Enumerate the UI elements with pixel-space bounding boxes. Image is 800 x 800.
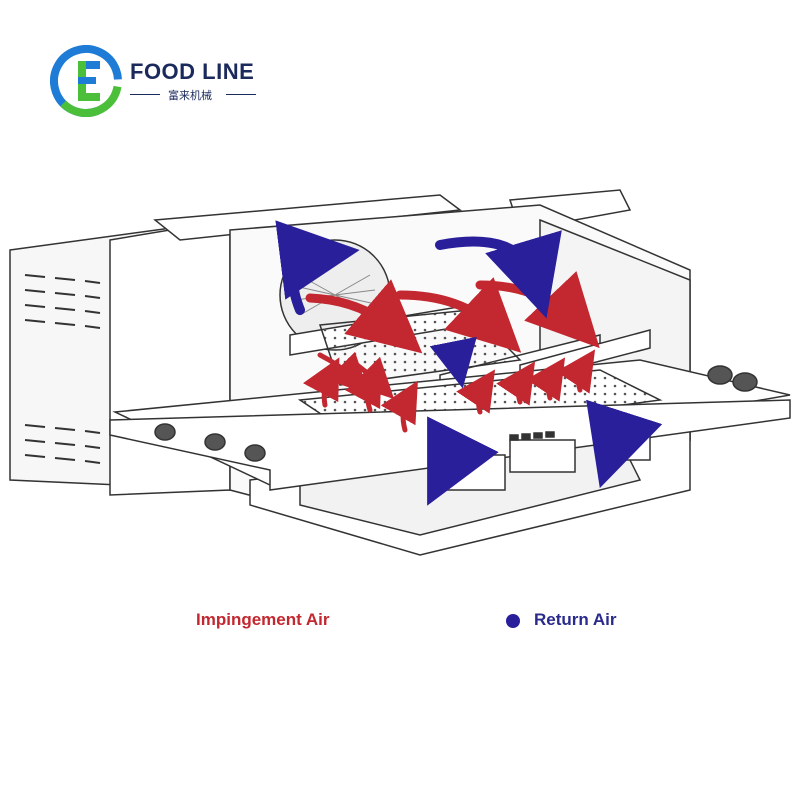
conveyor-oven-diagram xyxy=(9,189,791,556)
legend-impingement-air: Impingement Air xyxy=(196,610,330,629)
divider-line-left xyxy=(130,94,160,95)
top-lid xyxy=(153,194,462,241)
food-line-logo-icon xyxy=(50,45,122,117)
legend-return-air: Return Air xyxy=(534,610,617,629)
brand-subtitle: 富来机械 xyxy=(168,90,212,102)
side-vents xyxy=(24,274,101,464)
brand-name: FOOD LINE xyxy=(130,59,255,84)
return-air-dot-icon xyxy=(506,614,520,628)
lower-finger-3 xyxy=(599,429,651,461)
divider-line-right xyxy=(226,94,256,95)
control-buttons xyxy=(509,431,555,441)
brand-logo: FOOD LINE 富来机械 xyxy=(50,45,280,117)
brand-subtitle-row: 富来机械 xyxy=(130,87,280,102)
conveyor-rollers xyxy=(154,365,758,462)
upward-impingement-arrows xyxy=(302,349,596,433)
return-air-arrows xyxy=(275,220,663,506)
lower-finger-2 xyxy=(509,439,576,473)
oven-body xyxy=(9,189,791,556)
